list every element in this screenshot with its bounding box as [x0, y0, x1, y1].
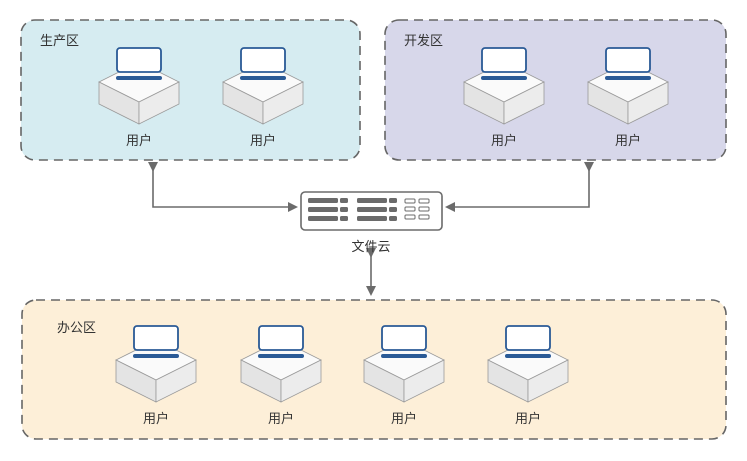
zone-label-office: 办公区	[57, 321, 97, 336]
user-label: 用户	[249, 134, 277, 149]
user-label: 用户	[514, 412, 542, 427]
connector-development-server	[445, 162, 594, 212]
user-label: 用户	[125, 134, 153, 149]
connector-production-server	[148, 162, 298, 212]
user-label: 用户	[267, 412, 295, 427]
user-label: 用户	[490, 134, 518, 149]
user-label: 用户	[614, 134, 642, 149]
user-label: 用户	[142, 412, 170, 427]
zone-label-production: 生产区	[40, 34, 80, 49]
server-rack-icon[interactable]	[300, 191, 443, 231]
server-label: 文件云	[351, 240, 391, 255]
user-label: 用户	[390, 412, 418, 427]
zone-label-development: 开发区	[404, 34, 444, 49]
